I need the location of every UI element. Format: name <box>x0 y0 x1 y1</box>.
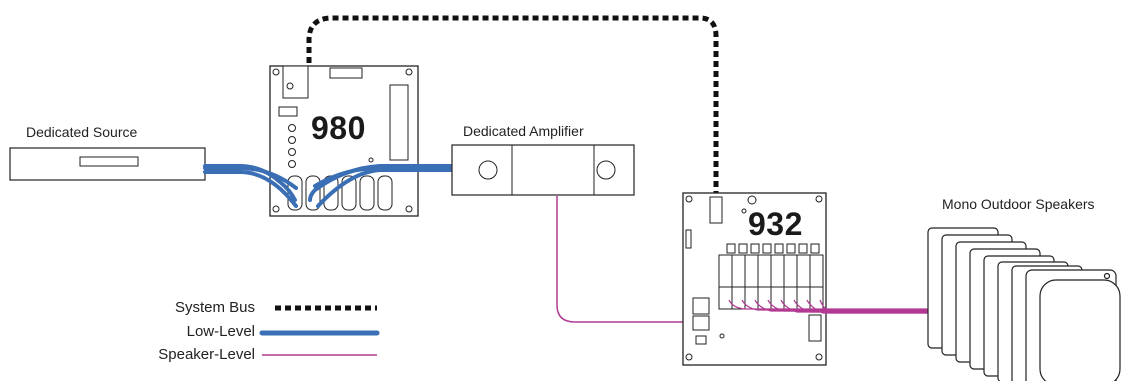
legend-low-level-label: Low-Level <box>186 323 255 340</box>
dedicated-source-device <box>9 147 206 181</box>
hub-980-number: 980 <box>311 110 366 146</box>
speaker-level-cable-amp <box>556 196 700 323</box>
legend-speaker-level-label: Speaker-Level <box>158 346 255 363</box>
mono-outdoor-speakers <box>927 227 1121 381</box>
speaker-level-wires <box>728 299 940 314</box>
dedicated-source-label: Dedicated Source <box>26 124 138 140</box>
dedicated-amplifier-label: Dedicated Amplifier <box>463 123 584 139</box>
system-bus-cable <box>306 15 719 200</box>
legend-system-bus-label: System Bus <box>174 299 255 316</box>
hub-932-number: 932 <box>748 206 803 242</box>
mono-outdoor-speakers-label: Mono Outdoor Speakers <box>942 196 1095 212</box>
low-level-cables <box>203 164 454 208</box>
dedicated-amplifier-device <box>451 144 635 196</box>
